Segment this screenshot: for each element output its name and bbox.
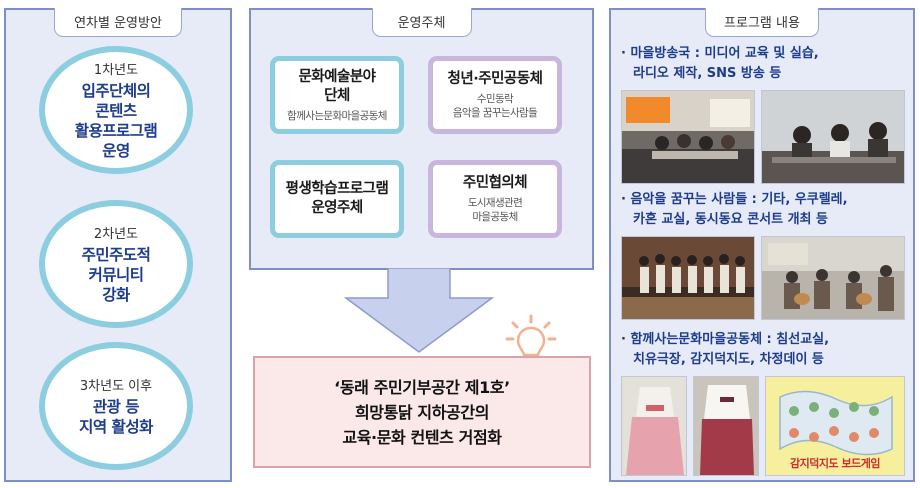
year-1-line: 입주단체의	[81, 82, 151, 100]
org-subtitle: 수민동락	[476, 93, 514, 105]
year-2-line: 커뮤니티	[88, 266, 144, 284]
year-3-text: 관광 등 지역 활성화	[79, 397, 153, 437]
program-item-culture-village: · 함께사는문화마을공동체 : 침선교실, 치유극장, 감지덕지도, 차정데이 …	[621, 330, 913, 370]
year-1-circle: 1차년도 입주단체의 콘텐츠 활용프로그램 운영	[39, 46, 193, 174]
photo-ukulele-concert	[621, 236, 755, 320]
photo-radio-recording	[761, 90, 905, 184]
year-3-line: 지역 활성화	[79, 418, 153, 436]
org-box-culture-arts: 문화예술분야 단체 함께사는문화마을공동체	[270, 56, 404, 134]
program-line: 마을방송국 : 미디어 교육 및 실습,	[630, 46, 819, 61]
program-item-music: · 음악을 꿈꾸는 사람들 : 기타, 우쿠렐레, 카혼 교실, 동시동요 콘서…	[621, 190, 913, 230]
year-2-circle: 2차년도 주민주도적 커뮤니티 강화	[39, 200, 193, 328]
year-1-line: 콘텐츠	[95, 102, 137, 120]
program-item-broadcast: · 마을방송국 : 미디어 교육 및 실습, 라디오 제작, SNS 방송 등	[621, 44, 913, 84]
org-box-youth-community: 청년·주민공동체 수민동락 음악을 꿈꾸는사람들	[428, 56, 562, 134]
org-title: 문화예술분야	[298, 68, 376, 85]
org-subtitle: 도시재생관련	[467, 197, 523, 209]
program-panel: 프로그램 내용 · 마을방송국 : 미디어 교육 및 실습, 라디오 제작, S…	[609, 8, 915, 482]
year-1-text: 입주단체의 콘텐츠 활용프로그램 운영	[75, 81, 158, 161]
program-line: 음악을 꿈꾸는 사람들 : 기타, 우쿠렐레,	[630, 192, 848, 207]
year-1-line: 활용프로그램	[74, 122, 158, 140]
hub-line: 희망통닭 지하공간의	[354, 402, 490, 422]
photo-board-game: 감지덕지도 보드게임	[765, 376, 905, 476]
year-2-line: 강화	[102, 286, 130, 304]
org-title: 주민협의체	[462, 175, 528, 191]
org-box-residents-council: 주민협의체 도시재생관련 마을공동체	[428, 160, 562, 238]
program-line: 라디오 제작, SNS 방송 등	[633, 66, 782, 81]
bullet-dot-icon: ·	[621, 192, 631, 207]
org-subtitle: 마을공동체	[472, 211, 518, 223]
year-2-line: 주민주도적	[81, 246, 151, 264]
org-subtitle: 함께사는문화마을공동체	[287, 109, 387, 122]
program-title: 프로그램 내용	[705, 8, 819, 37]
year-2-label: 2차년도	[93, 227, 139, 242]
year-1-line: 운영	[102, 142, 130, 160]
hub-line: ‘동래 주민기부공간 제1호’	[334, 377, 510, 397]
yearly-plan-title: 연차별 운영방안	[54, 8, 182, 37]
photo-hanbok-sewing-2	[693, 376, 759, 476]
operator-panel: 운영주체 문화예술분야 단체 함께사는문화마을공동체 청년·주민공동체 수민동락…	[249, 8, 594, 270]
hub-box: ‘동래 주민기부공간 제1호’ 희망통닭 지하공간의 교육·문화 컨텐츠 거점화	[253, 356, 591, 468]
org-box-lifelong-learning: 평생학습프로그램 운영주체	[270, 160, 404, 238]
year-2-text: 주민주도적 커뮤니티 강화	[82, 245, 151, 305]
year-3-line: 관광 등	[92, 398, 140, 416]
org-title: 평생학습프로그램	[285, 181, 389, 197]
year-3-label: 3차년도 이후	[79, 379, 153, 394]
org-subtitle: 음악을 꿈꾸는사람들	[452, 107, 538, 119]
down-arrow-icon	[344, 268, 494, 353]
bullet-dot-icon: ·	[621, 46, 631, 61]
org-title: 청년·주민공동체	[447, 71, 543, 87]
program-line: 치유극장, 감지덕지도, 차정데이 등	[633, 352, 824, 367]
photo-hanbok-sewing-1	[621, 376, 687, 476]
photo-guitar-class	[761, 236, 905, 320]
year-1-label: 1차년도	[93, 63, 139, 78]
org-title: 단체	[324, 87, 350, 104]
program-line: 함께사는문화마을공동체 : 침선교실,	[630, 332, 830, 347]
operator-title: 운영주체	[371, 8, 472, 37]
hub-line: 교육·문화 컨텐츠 거점화	[342, 427, 502, 447]
program-line: 카혼 교실, 동시동요 콘서트 개최 등	[633, 212, 829, 227]
bullet-dot-icon: ·	[621, 332, 631, 347]
year-3-circle: 3차년도 이후 관광 등 지역 활성화	[39, 342, 193, 470]
org-title: 운영주체	[311, 200, 363, 216]
yearly-plan-panel: 연차별 운영방안 1차년도 입주단체의 콘텐츠 활용프로그램 운영 2차년도 주…	[4, 8, 232, 482]
photo-broadcast-studio	[621, 90, 755, 184]
board-game-caption: 감지덕지도 보드게임	[790, 457, 880, 470]
